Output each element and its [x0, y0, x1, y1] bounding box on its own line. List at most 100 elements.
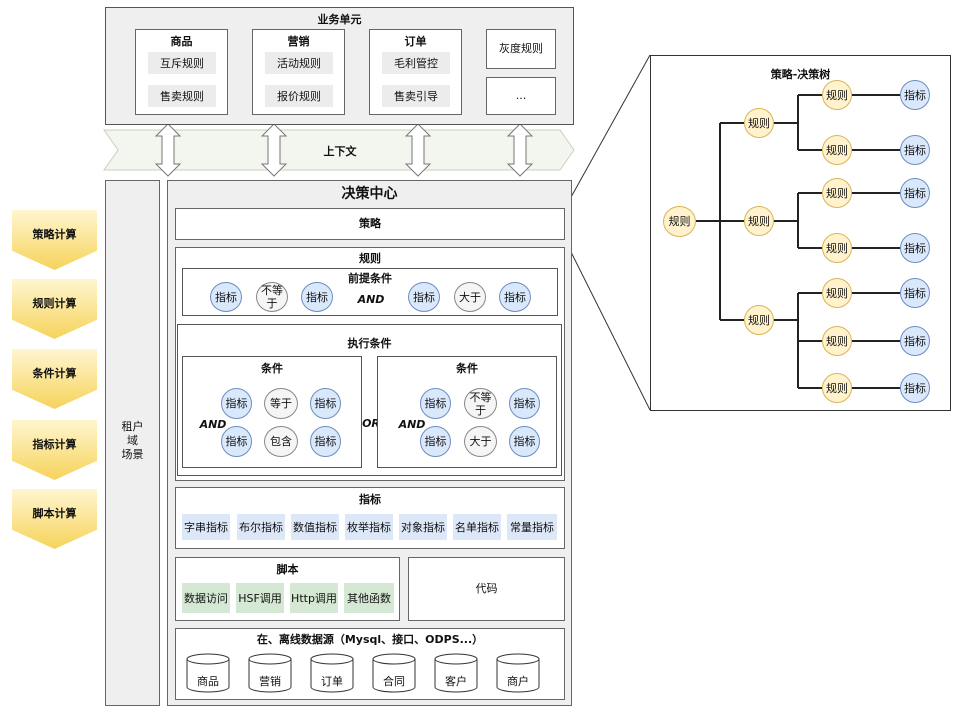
gray-rule-box[interactable]: 灰度规则: [486, 29, 556, 69]
tree-leaf-rule[interactable]: 规则: [822, 80, 852, 110]
datasource-contract[interactable]: 合同: [372, 653, 416, 693]
script-type-chip[interactable]: Http调用: [290, 583, 338, 613]
tree-leaf-rule[interactable]: 规则: [822, 135, 852, 165]
operator-node[interactable]: 大于: [464, 426, 497, 457]
tree-indicator[interactable]: 指标: [900, 80, 930, 110]
tree-leaf-rule[interactable]: 规则: [822, 233, 852, 263]
script-type-chip[interactable]: 数据访问: [182, 583, 230, 613]
tree-indicator[interactable]: 指标: [900, 178, 930, 208]
tree-leaf-rule[interactable]: 规则: [822, 326, 852, 356]
and-label: AND: [357, 293, 385, 306]
and-label: AND: [199, 418, 227, 431]
tenant-label: 租户: [121, 420, 144, 433]
rule-chip[interactable]: 报价规则: [265, 85, 333, 107]
datasource-label: 商品: [197, 675, 219, 688]
column-title: 商品: [170, 35, 193, 48]
script-type-chip[interactable]: 其他函数: [344, 583, 394, 613]
datasource-order[interactable]: 订单: [310, 653, 354, 693]
tree-root-rule[interactable]: 规则: [663, 206, 696, 237]
indicator-node[interactable]: 指标: [221, 426, 252, 457]
tenant-column: 租户 域 场景: [105, 180, 160, 706]
business-column-order: 订单 毛利管控 售卖引导: [369, 29, 462, 115]
datasource-customer[interactable]: 客户: [434, 653, 478, 693]
tree-mid-rule[interactable]: 规则: [744, 305, 774, 335]
datasource-label: 合同: [383, 675, 405, 688]
more-box[interactable]: ...: [486, 77, 556, 115]
indicator-node[interactable]: 指标: [509, 426, 540, 457]
double-arrow-4: [506, 123, 534, 177]
indicator-type-chip[interactable]: 名单指标: [453, 514, 501, 540]
operator-node[interactable]: 不等于: [464, 388, 497, 419]
rule-chip[interactable]: 活动规则: [265, 52, 333, 74]
script-type-chip[interactable]: HSF调用: [236, 583, 284, 613]
business-column-marketing: 营销 活动规则 报价规则: [252, 29, 345, 115]
tree-leaf-rule[interactable]: 规则: [822, 278, 852, 308]
datasource-label: 客户: [445, 675, 467, 688]
rule-chip[interactable]: 互斥规则: [148, 52, 216, 74]
double-arrow-2: [260, 123, 288, 177]
datasource-marketing[interactable]: 营销: [248, 653, 292, 693]
tree-indicator[interactable]: 指标: [900, 373, 930, 403]
strategy-box[interactable]: 策略: [175, 208, 565, 240]
decision-center-title: 决策中心: [341, 186, 398, 202]
execution-title: 执行条件: [347, 337, 392, 350]
column-title: 订单: [404, 35, 427, 48]
tree-mid-rule[interactable]: 规则: [744, 108, 774, 138]
indicator-node[interactable]: 指标: [301, 282, 333, 312]
tree-indicator[interactable]: 指标: [900, 135, 930, 165]
operator-node[interactable]: 等于: [264, 388, 298, 419]
datasource-label: 订单: [321, 675, 343, 688]
datasource-merchant[interactable]: 商户: [496, 653, 540, 693]
tree-leaf-rule[interactable]: 规则: [822, 373, 852, 403]
column-title: 营销: [287, 35, 310, 48]
datasource-label: 商户: [507, 675, 529, 688]
indicator-type-chip[interactable]: 常量指标: [507, 514, 557, 540]
operator-node[interactable]: 大于: [454, 282, 486, 312]
indicator-node[interactable]: 指标: [310, 426, 341, 457]
tree-indicator[interactable]: 指标: [900, 326, 930, 356]
tree-leaf-rule[interactable]: 规则: [822, 178, 852, 208]
indicator-node[interactable]: 指标: [509, 388, 540, 419]
indicator-type-chip[interactable]: 枚举指标: [345, 514, 393, 540]
operator-node[interactable]: 包含: [264, 426, 298, 457]
indicator-node[interactable]: 指标: [499, 282, 531, 312]
context-label: 上下文: [323, 145, 357, 158]
double-arrow-3: [404, 123, 432, 177]
tree-indicator[interactable]: 指标: [900, 278, 930, 308]
double-arrow-1: [154, 123, 182, 177]
indicator-node[interactable]: 指标: [310, 388, 341, 419]
condition-title: 条件: [456, 362, 478, 375]
indicator-section-title: 指标: [359, 493, 381, 506]
indicator-node[interactable]: 指标: [420, 388, 451, 419]
precondition-title: 前提条件: [348, 272, 392, 285]
indicator-node[interactable]: 指标: [408, 282, 440, 312]
code-box[interactable]: 代码: [408, 557, 565, 621]
business-unit-title: 业务单元: [317, 13, 362, 26]
indicator-node[interactable]: 指标: [420, 426, 451, 457]
precondition-box: 前提条件 AND: [182, 268, 558, 316]
rule-chip[interactable]: 售卖规则: [148, 85, 216, 107]
decision-tree-panel: 策略-决策树: [650, 55, 951, 411]
indicator-node[interactable]: 指标: [210, 282, 242, 312]
indicator-type-chip[interactable]: 字串指标: [182, 514, 230, 540]
rule-chip[interactable]: 售卖引导: [382, 85, 450, 107]
decision-tree-title: 策略-决策树: [770, 68, 831, 81]
operator-node[interactable]: 不等于: [256, 282, 288, 312]
domain-label: 域: [127, 434, 138, 447]
tree-indicator[interactable]: 指标: [900, 233, 930, 263]
indicator-node[interactable]: 指标: [221, 388, 252, 419]
datasource-title: 在、离线数据源（Mysql、接口、ODPS...）: [256, 633, 484, 646]
indicator-type-chip[interactable]: 数值指标: [291, 514, 339, 540]
rule-chip[interactable]: 毛利管控: [382, 52, 450, 74]
indicator-type-chip[interactable]: 布尔指标: [237, 514, 285, 540]
indicator-type-chip[interactable]: 对象指标: [399, 514, 447, 540]
datasource-goods[interactable]: 商品: [186, 653, 230, 693]
rule-title: 规则: [359, 252, 381, 265]
tree-mid-rule[interactable]: 规则: [744, 206, 774, 236]
context-band: [103, 129, 575, 171]
or-label: OR: [362, 417, 380, 430]
script-section-title: 脚本: [276, 563, 299, 576]
business-column-goods: 商品 互斥规则 售卖规则: [135, 29, 228, 115]
and-label: AND: [398, 418, 426, 431]
